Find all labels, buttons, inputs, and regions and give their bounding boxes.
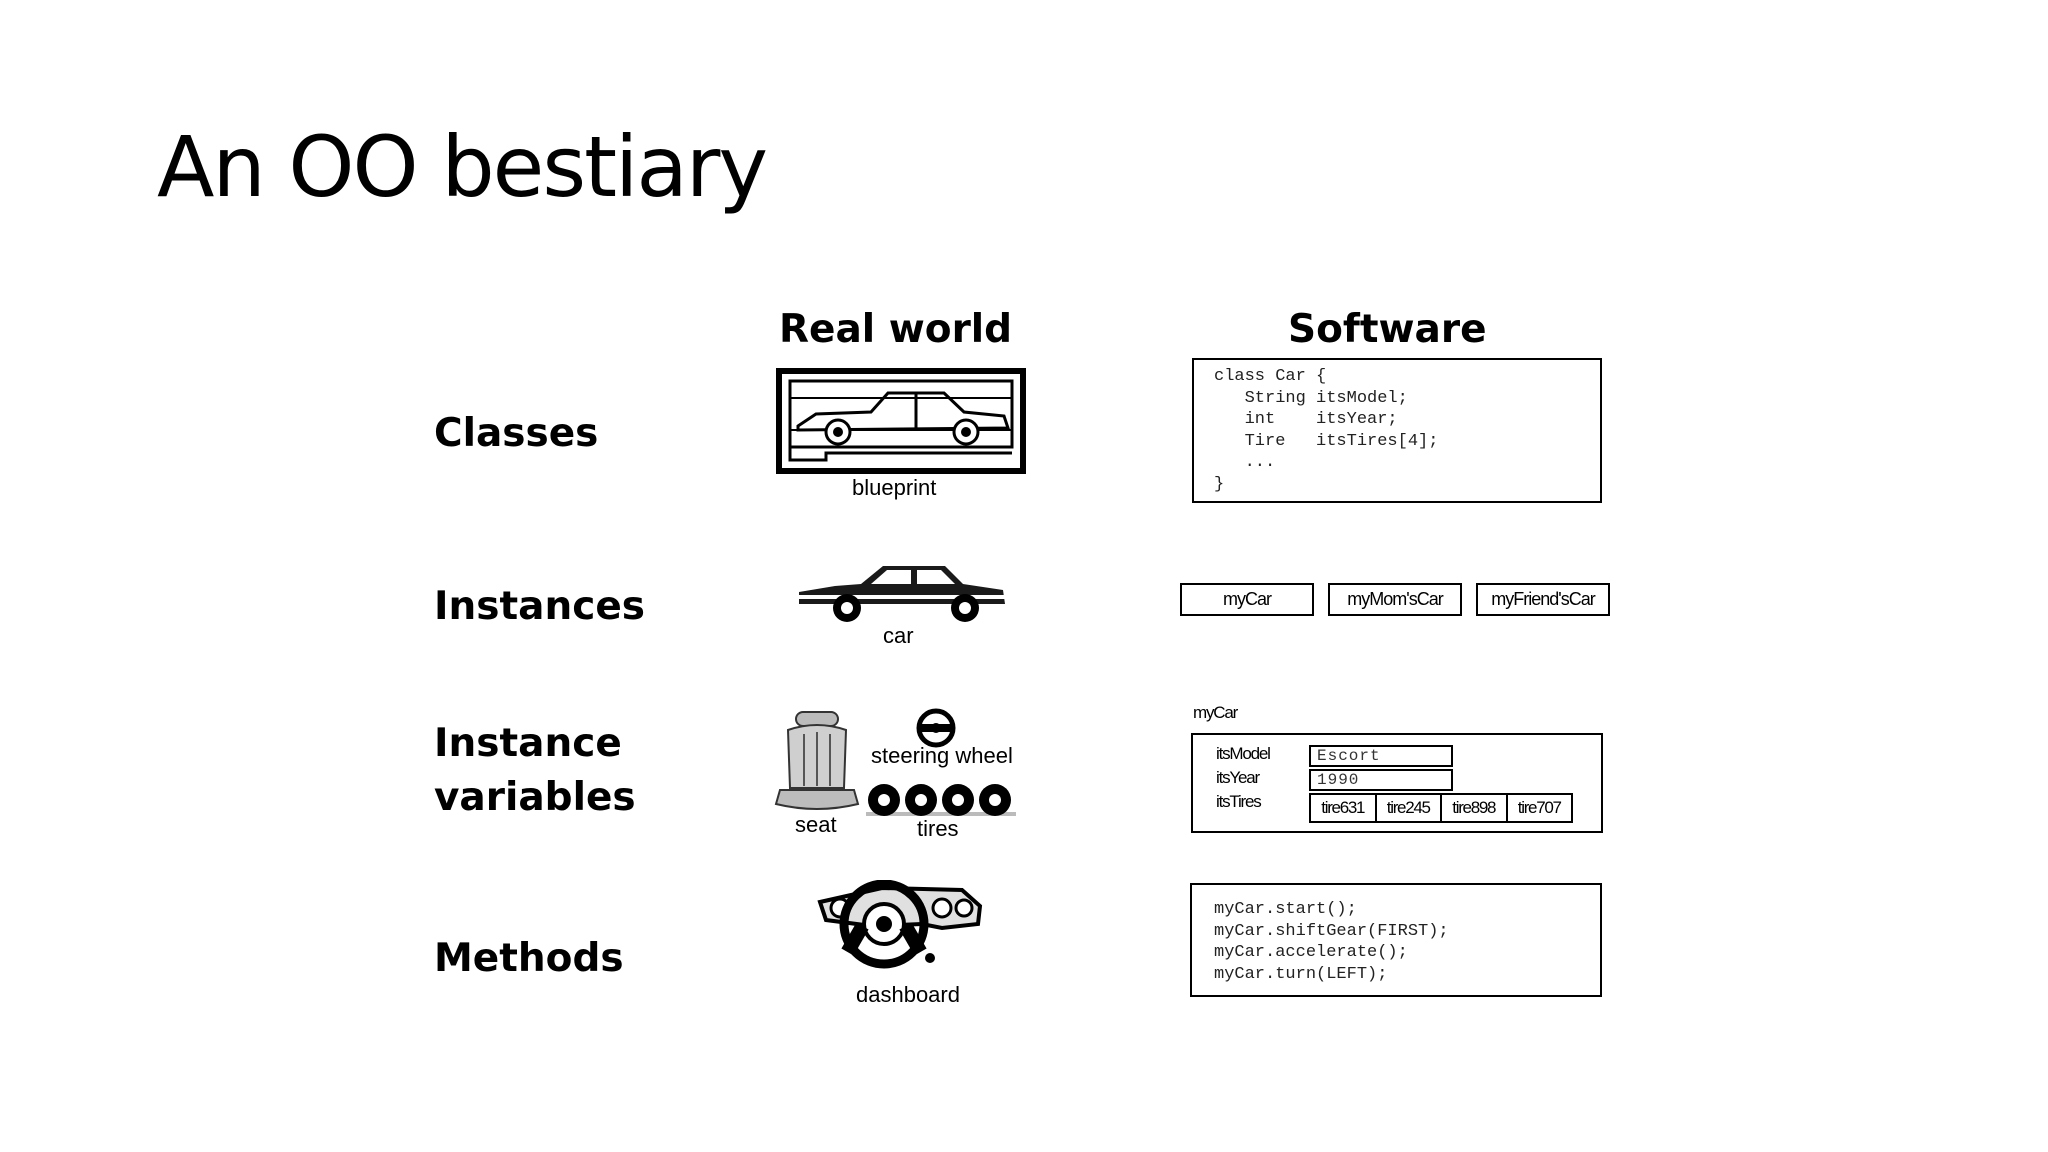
tires-array: tire631 tire245 tire898 tire707 — [1309, 793, 1573, 823]
method-code-line: myCar.start(); — [1214, 900, 1357, 919]
class-code-line: } — [1214, 474, 1225, 494]
blueprint-car-icon — [776, 368, 1026, 474]
row-label-instance-variables: Instance variables — [434, 717, 636, 825]
object-variables-box: itsModel Escort itsYear 1990 itsTires ti… — [1191, 733, 1603, 833]
var-value-year: 1990 — [1309, 769, 1453, 791]
var-label-tires: itsTires — [1216, 792, 1262, 811]
column-header-software: Software — [1288, 307, 1487, 352]
method-code-box: myCar.start(); myCar.shiftGear(FIRST); m… — [1190, 883, 1602, 997]
method-code-line: myCar.accelerate(); — [1214, 943, 1408, 962]
row-label-instance-variables-line2: variables — [434, 775, 636, 820]
seat-caption: seat — [795, 812, 837, 837]
method-code-line: myCar.turn(LEFT); — [1214, 964, 1388, 984]
var-label-year: itsYear — [1216, 768, 1260, 787]
class-code-line: int itsYear; — [1214, 410, 1398, 429]
instance-box-mycar: myCar — [1180, 583, 1314, 616]
blueprint-caption: blueprint — [852, 475, 937, 500]
tire-cell: tire245 — [1377, 795, 1442, 821]
var-label-model: itsModel — [1216, 744, 1271, 763]
dashboard-caption: dashboard — [856, 982, 960, 1007]
instance-box-mymomscar: myMom'sCar — [1328, 583, 1462, 616]
tire-cell: tire631 — [1311, 795, 1377, 821]
tires-caption: tires — [917, 816, 959, 841]
class-code-line: Tire itsTires[4]; — [1214, 431, 1439, 451]
row-label-instances: Instances — [434, 584, 645, 629]
steering-wheel-icon — [915, 707, 957, 749]
class-code-box: class Car { String itsModel; int itsYear… — [1192, 358, 1602, 503]
tire-cell: tire898 — [1442, 795, 1508, 821]
row-label-classes: Classes — [434, 411, 599, 456]
tire-cell: tire707 — [1517, 798, 1562, 817]
tire-icon — [866, 782, 1016, 822]
seat-icon — [774, 708, 860, 818]
row-label-instance-variables-line1: Instance — [434, 721, 622, 766]
steering-wheel-caption: steering wheel — [871, 743, 1013, 768]
column-header-real-world: Real world — [779, 307, 1013, 352]
class-code-line: ... — [1214, 453, 1276, 472]
slide-title: An OO bestiary — [157, 118, 768, 216]
car-caption: car — [883, 623, 914, 648]
dashboard-icon — [812, 879, 984, 980]
car-icon — [795, 560, 1009, 626]
var-value-model: Escort — [1309, 745, 1453, 767]
row-label-methods: Methods — [434, 936, 624, 981]
class-code-line: class Car { — [1214, 367, 1327, 386]
object-name-label: myCar — [1193, 703, 1238, 722]
method-code-line: myCar.shiftGear(FIRST); — [1214, 921, 1449, 941]
instance-box-myfriendscar: myFriend'sCar — [1476, 583, 1610, 616]
class-code-line: String itsModel; — [1214, 388, 1408, 408]
